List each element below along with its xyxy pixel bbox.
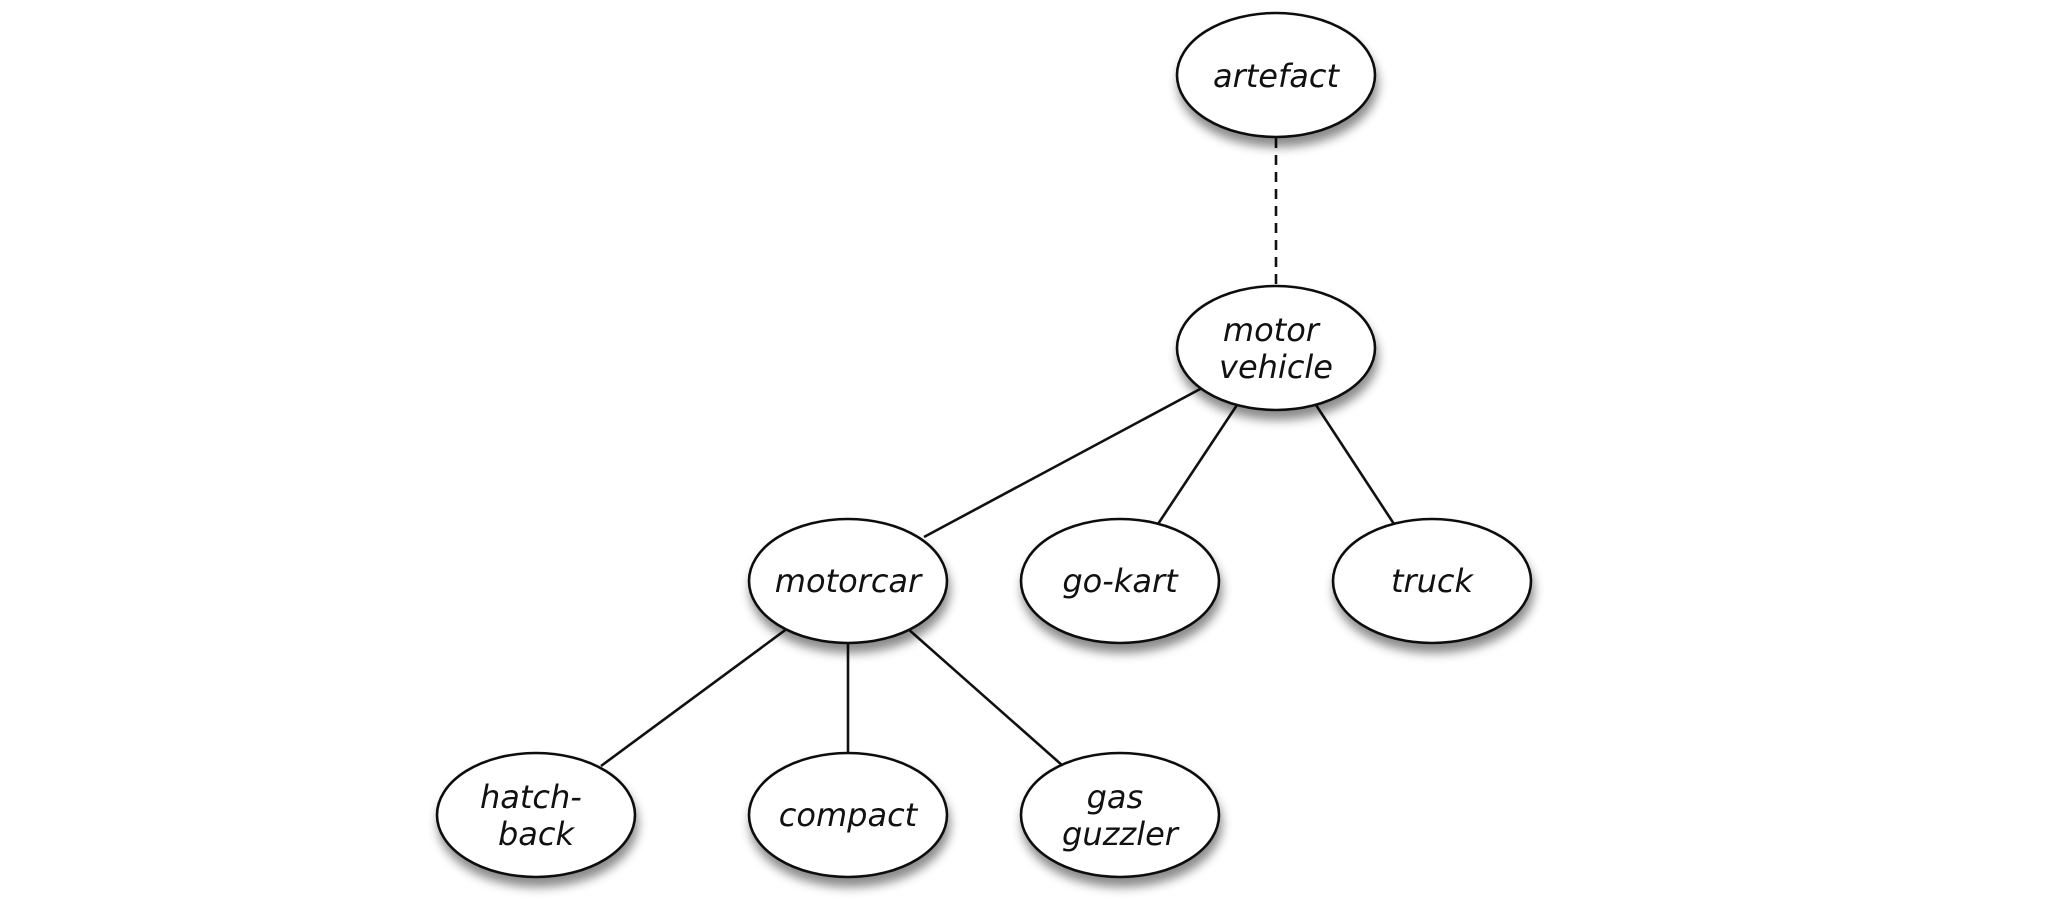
svg-text:motor vehicle: motor vehicle [1219,311,1333,386]
node-go-kart: go-kart [1019,517,1221,645]
node-label-hatchback-line-2: back [498,815,576,853]
node-motorcar: motorcar [747,517,949,645]
node-hatchback: hatch- back [435,751,637,879]
node-truck: truck [1331,517,1533,645]
node-label-truck: truck [1391,562,1475,600]
edge-motorcar-gas-guzzler [906,627,1064,767]
edge-motor-vehicle-motorcar [923,386,1203,539]
svg-text:gas guzzler: gas guzzler [1062,778,1180,853]
node-compact: compact [747,751,949,879]
node-gas-guzzler: gas guzzler [1019,751,1221,879]
edge-motor-vehicle-go-kart [1156,404,1239,525]
node-label-gas-guzzler-line-1: gas [1087,778,1144,816]
node-label-hatchback-line-1: hatch- [480,778,582,816]
svg-text:go-kart: go-kart [1062,562,1179,600]
svg-text:compact: compact [779,796,919,834]
svg-text:hatch- back: hatch- back [480,778,592,853]
node-label-artefact: artefact [1213,57,1340,95]
node-artefact: artefact [1175,11,1377,139]
node-label-motorcar: motorcar [775,562,923,600]
node-label-go-kart: go-kart [1062,562,1179,600]
svg-text:motorcar: motorcar [775,562,923,600]
edge-motorcar-hatchback [600,626,789,768]
node-label-motor-vehicle-line-1: motor [1223,311,1321,349]
node-label-motor-vehicle-line-2: vehicle [1219,348,1333,386]
svg-text:truck: truck [1391,562,1475,600]
nodes: artefact motor vehicle motorcar go-kart [435,11,1533,879]
edge-motor-vehicle-truck [1314,404,1396,525]
node-motor-vehicle: motor vehicle [1175,284,1377,412]
node-label-gas-guzzler-line-2: guzzler [1062,815,1180,853]
svg-text:artefact: artefact [1213,57,1340,95]
edges [600,138,1396,768]
node-label-compact: compact [779,796,919,834]
